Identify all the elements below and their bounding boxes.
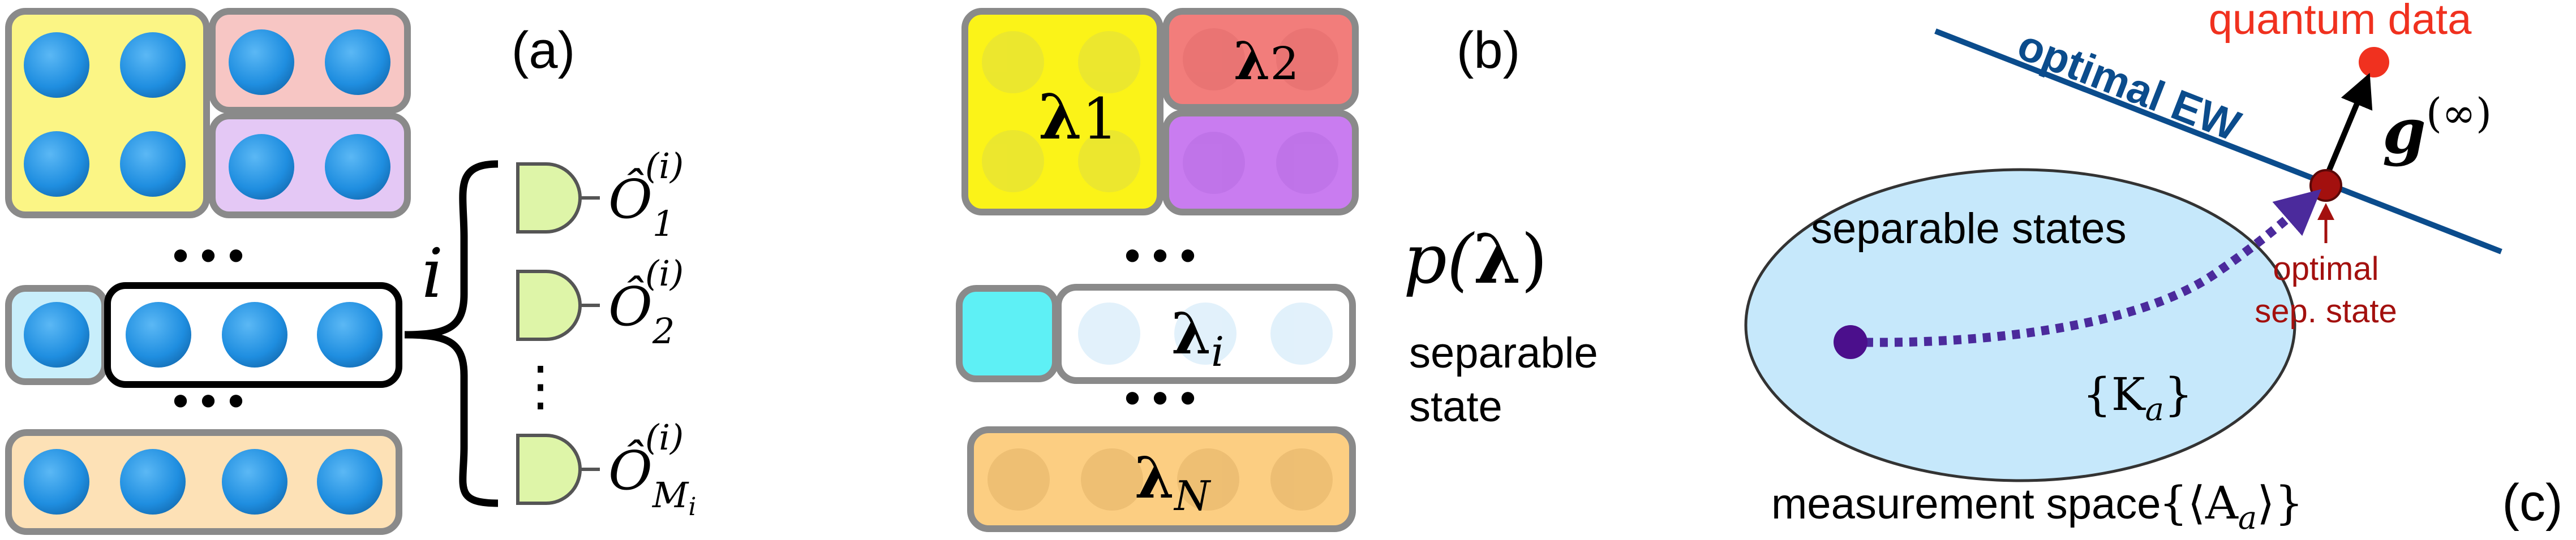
measurement-set-label: {⟨Aa⟩} bbox=[2159, 477, 2303, 537]
detector-icon bbox=[516, 434, 582, 505]
qubit bbox=[325, 29, 390, 95]
panel-a: (a) • • • • • • i Ô1 bbox=[5, 8, 696, 535]
lambda-1: λ1 bbox=[1038, 80, 1118, 153]
purple-block bbox=[1162, 110, 1359, 215]
quantum-data-label: quantum data bbox=[2209, 0, 2472, 44]
top-dots bbox=[24, 29, 390, 200]
lambdaN-block bbox=[967, 426, 1356, 532]
ellipsis-dots-b2: • • • bbox=[1124, 373, 1195, 422]
qubit bbox=[24, 131, 89, 197]
qubit bbox=[229, 29, 294, 95]
faded-dots-i bbox=[1078, 303, 1333, 365]
qubit bbox=[317, 449, 383, 515]
qubit bbox=[126, 302, 191, 368]
faded-dots-N bbox=[988, 448, 1333, 511]
kraus-label: {Ka} bbox=[2083, 368, 2193, 428]
lambdai-block bbox=[1055, 284, 1356, 384]
g-label: g(∞) bbox=[2382, 89, 2492, 167]
probability-label: p(λ) bbox=[1403, 219, 1548, 299]
separable-states-region bbox=[1744, 168, 2296, 482]
panel-b-label: (b) bbox=[1457, 21, 1520, 79]
cyan-block-b bbox=[956, 285, 1059, 382]
observable-1: Ô1 bbox=[608, 167, 675, 244]
optimal-ew-line bbox=[1934, 28, 2502, 254]
ellipsis-dots-2: • • • bbox=[173, 375, 243, 425]
peach-block bbox=[5, 429, 402, 535]
qubit bbox=[120, 32, 186, 98]
detectors bbox=[516, 162, 600, 505]
qubit bbox=[229, 134, 294, 200]
curly-brace bbox=[404, 160, 499, 507]
ellipsis-dots-b: • • • bbox=[1124, 230, 1195, 280]
panel-c: optimal EW quantum data g(∞) separable s… bbox=[1744, 0, 2563, 537]
observable-M-sup: (i) bbox=[645, 417, 684, 458]
qubit bbox=[120, 449, 186, 515]
vertical-dots: ⋮ bbox=[514, 355, 568, 417]
qubit bbox=[24, 449, 89, 515]
quantum-data-point bbox=[2359, 47, 2389, 77]
panel-b: λ1 λ2 (b) • • • λi • • • λN p(λ) bbox=[956, 8, 1598, 532]
observable-2-sup: (i) bbox=[645, 253, 684, 294]
qubit bbox=[24, 32, 89, 98]
observable-1-sup: (i) bbox=[645, 145, 684, 187]
state-label: state bbox=[1409, 383, 1502, 431]
panel-a-label: (a) bbox=[512, 21, 575, 79]
lambda2-block bbox=[1162, 8, 1359, 111]
qubit bbox=[120, 131, 186, 197]
panel-c-label: (c) bbox=[2502, 474, 2562, 532]
kraus-path bbox=[1850, 189, 2322, 347]
lambda-i: λi bbox=[1171, 300, 1224, 375]
lambda1-block bbox=[961, 8, 1164, 215]
qubit bbox=[325, 134, 390, 200]
opt-sep-label-1: optimal bbox=[2273, 250, 2379, 287]
detector-icon bbox=[516, 270, 582, 341]
lambda-2: λ2 bbox=[1234, 31, 1299, 92]
detector-icon bbox=[516, 162, 582, 234]
g-vector bbox=[2323, 72, 2373, 179]
qubit bbox=[222, 449, 287, 515]
separable-states-label: separable states bbox=[1811, 205, 2127, 253]
observable-M: ÔMi bbox=[608, 439, 696, 521]
separable-label: separable bbox=[1409, 329, 1598, 377]
ellipsis-dots: • • • bbox=[173, 230, 243, 280]
qubit bbox=[317, 302, 383, 368]
qubit bbox=[24, 302, 89, 368]
opt-sep-label-2: sep. state bbox=[2255, 293, 2397, 330]
observable-2: Ô2 bbox=[608, 275, 675, 352]
qubit bbox=[222, 302, 287, 368]
faded-dots bbox=[982, 28, 1338, 194]
measurement-space-label: measurement space bbox=[1771, 480, 2161, 528]
start-point bbox=[1834, 325, 1867, 359]
lambda-N: λN bbox=[1135, 444, 1212, 520]
index-label: i bbox=[422, 235, 443, 313]
